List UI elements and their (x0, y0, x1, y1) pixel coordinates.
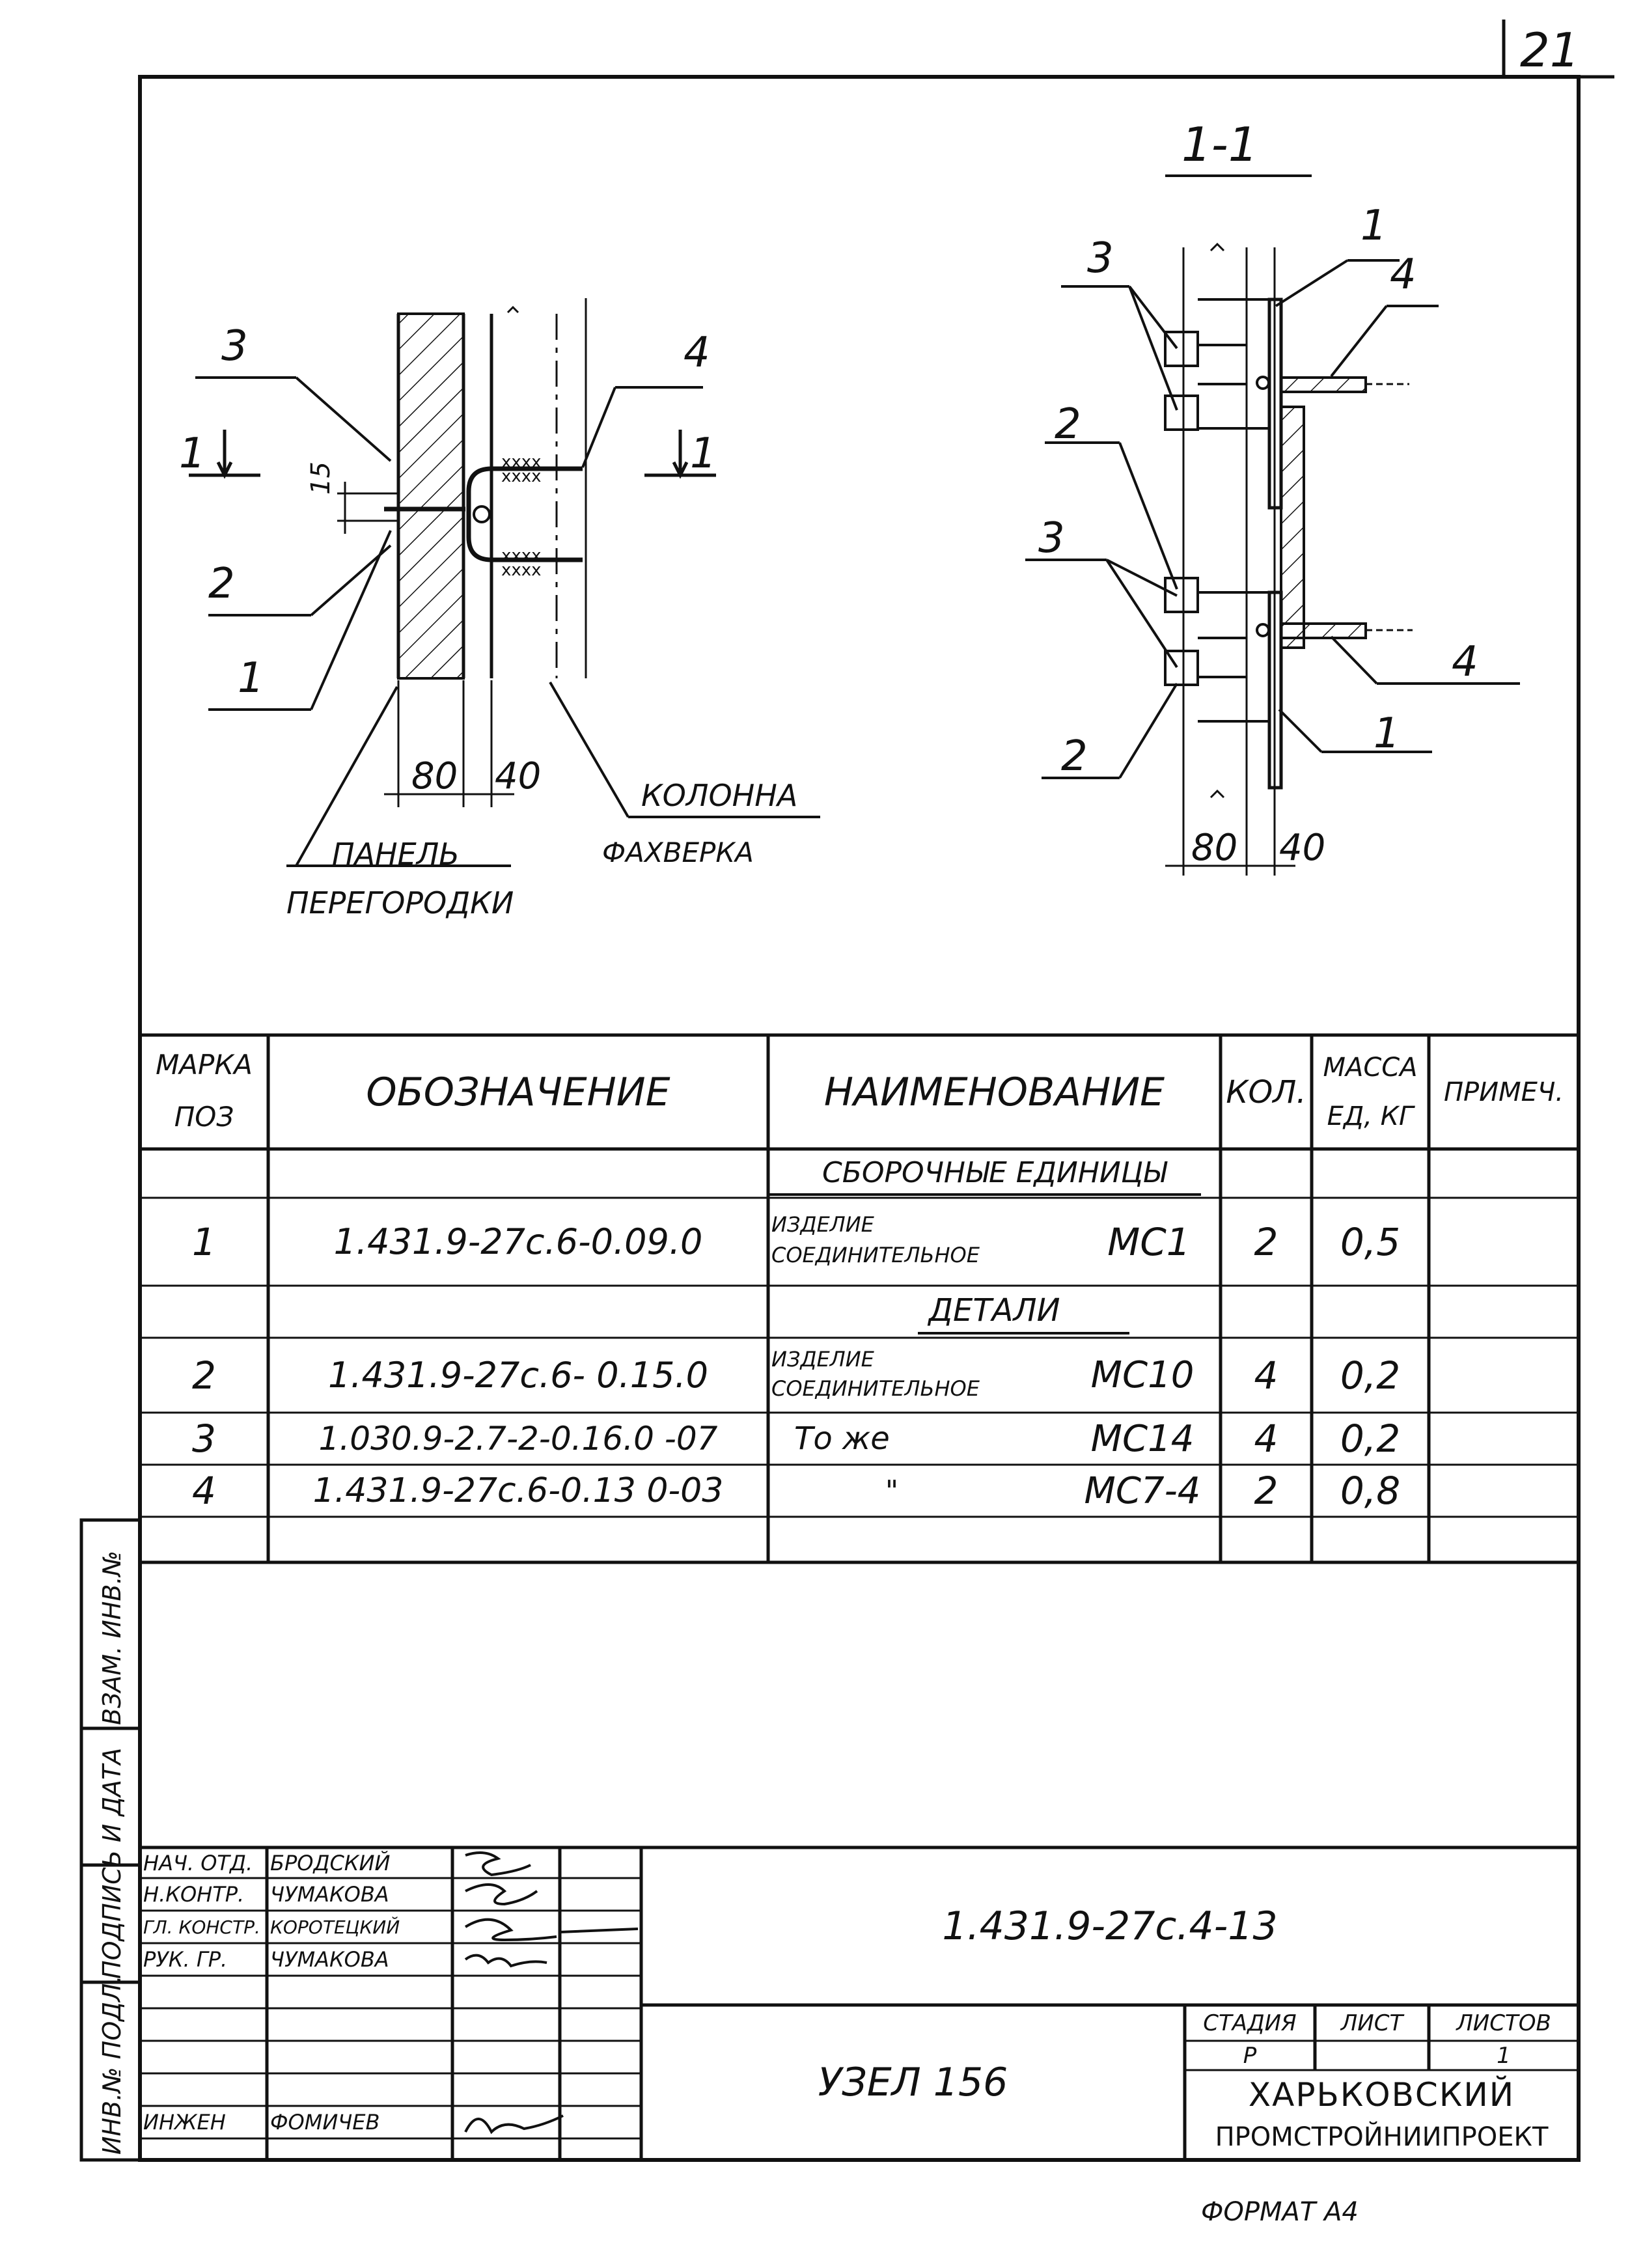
role-7: ИНЖЕН (143, 2110, 226, 2135)
title-block-lines (140, 1846, 1579, 2160)
stamp-sign-date: ПОДПИСЬ И ДАТА (98, 1747, 126, 1979)
row2-designation: 1.431.9-27с.6- 0.15.0 (328, 1355, 708, 1396)
row3-mass: 0,2 (1340, 1417, 1401, 1461)
section-mark-left: 1 (179, 430, 206, 478)
spec-table-lines (140, 1033, 1579, 1564)
sheets-value: 1 (1497, 2042, 1511, 2069)
row1-mass: 0,5 (1340, 1219, 1401, 1264)
dim-40-right: 40 (1279, 827, 1326, 869)
row2-mark: МС10 (1090, 1354, 1195, 1396)
callout-2: 2 (208, 560, 235, 608)
svg-text:xxxx: xxxx (501, 467, 542, 486)
row2-mass: 0,2 (1340, 1353, 1401, 1398)
row4-mark: МС7-4 (1084, 1469, 1201, 1512)
header-qty: КОЛ. (1226, 1073, 1306, 1111)
person-3: КОРОТЕЦКИЙ (270, 1916, 400, 1938)
right-callout-3-top: 3 (1087, 234, 1114, 283)
signatures (464, 1851, 639, 2135)
row3-name-1: То же (794, 1420, 890, 1457)
person-4: ЧУМАКОВА (270, 1947, 389, 1972)
row4-name-1: " (885, 1474, 899, 1508)
stamp-inv-orig: ИНВ.№ ПОДЛ. (98, 1975, 126, 2155)
section-details: ДЕТАЛИ (928, 1292, 1060, 1329)
person-1: БРОДСКИЙ (270, 1850, 391, 1875)
row4-designation: 1.431.9-27с.6-0.13 0-03 (312, 1471, 724, 1510)
svg-text:xxxx: xxxx (501, 452, 542, 472)
row2-name-2: СОЕДИНИТЕЛЬНОЕ (771, 1376, 980, 1401)
right-callout-1-top: 1 (1361, 202, 1387, 250)
row1-name-2: СОЕДИНИТЕЛЬНОЕ (771, 1242, 980, 1267)
person-7: ФОМИЧЕВ (270, 2110, 380, 2135)
row1-mark: МС1 (1107, 1219, 1191, 1264)
svg-text:xxxx: xxxx (501, 546, 542, 566)
right-callout-4-bottom: 4 (1452, 638, 1478, 686)
callout-4: 4 (684, 329, 710, 377)
side-stamp-lines (79, 1518, 142, 2162)
row4-qty: 2 (1254, 1469, 1278, 1513)
stage-label: СТАДИЯ (1203, 2010, 1297, 2036)
dim-15: 15 (306, 462, 336, 495)
role-4: РУК. ГР. (143, 1947, 228, 1972)
callout-1: 1 (238, 654, 264, 702)
callout-3: 3 (221, 322, 248, 370)
dim-80-left: 80 (411, 755, 458, 797)
row3-qty: 4 (1254, 1417, 1278, 1461)
sheet-label: ЛИСТ (1340, 2010, 1403, 2036)
header-mark-2: ПОЗ (174, 1100, 234, 1133)
sheets-label: ЛИСТОВ (1456, 2010, 1551, 2036)
stage-value: Р (1243, 2042, 1257, 2069)
row4-pos: 4 (192, 1469, 216, 1513)
right-detail (1025, 174, 1520, 876)
header-note: ПРИМЕЧ. (1443, 1077, 1564, 1107)
sheet-frame (138, 75, 1581, 2162)
header-mass-1: МАССА (1323, 1053, 1418, 1083)
header-name: НАИМЕНОВАНИЕ (823, 1069, 1165, 1115)
format-label: ФОРМАТ А4 (1201, 2197, 1359, 2227)
panel-label-2: ПЕРЕГОРОДКИ (286, 885, 514, 920)
right-callout-3-bottom: 3 (1038, 514, 1065, 562)
column-label-2: ФАХВЕРКА (602, 837, 754, 868)
svg-text:xxxx: xxxx (501, 560, 542, 580)
dim-80-right: 80 (1191, 827, 1238, 869)
row4-mass: 0,8 (1340, 1469, 1401, 1513)
section-assembly: СБОРОЧНЫЕ ЕДИНИЦЫ (822, 1155, 1167, 1189)
right-callout-2-top: 2 (1055, 400, 1081, 449)
doc-code: 1.431.9-27с.4-13 (942, 1903, 1278, 1949)
row2-qty: 4 (1254, 1353, 1278, 1398)
row3-mark: МС14 (1090, 1417, 1195, 1460)
column-label-1: КОЛОННА (641, 778, 798, 813)
row1-name-1: ИЗДЕЛИЕ (771, 1211, 874, 1237)
header-mark-1: МАРКА (156, 1048, 253, 1081)
row1-pos: 1 (192, 1219, 216, 1264)
page-number: 21 (1520, 23, 1580, 77)
row2-name-1: ИЗДЕЛИЕ (771, 1346, 874, 1372)
section-title: 1-1 (1181, 117, 1258, 172)
right-callout-4-top: 4 (1390, 251, 1416, 299)
section-mark-right: 1 (690, 430, 717, 478)
stamp-vzam-inv: ВЗАМ. ИНВ.№ (98, 1550, 126, 1725)
row2-pos: 2 (192, 1353, 216, 1398)
row1-designation: 1.431.9-27с.6-0.09.0 (333, 1221, 703, 1262)
right-callout-2-bottom: 2 (1061, 732, 1088, 781)
row1-qty: 2 (1254, 1219, 1278, 1264)
role-3: ГЛ. КОНСТР. (143, 1916, 260, 1938)
sheet-title: УЗЕЛ 156 (818, 2060, 1008, 2105)
role-1: НАЧ. ОТД. (143, 1850, 253, 1875)
sheet-value (1315, 2041, 1429, 2070)
header-designation: ОБОЗНАЧЕНИЕ (366, 1069, 670, 1115)
person-2: ЧУМАКОВА (270, 1882, 389, 1907)
header-mass-2: ЕД, КГ (1327, 1101, 1414, 1131)
left-detail: xxxx xxxx xxxx xxxx (189, 298, 820, 867)
org-line-2: ПРОМСТРОЙНИИПРОЕКТ (1215, 2122, 1549, 2152)
role-2: Н.КОНТР. (143, 1882, 245, 1907)
row3-pos: 3 (192, 1417, 216, 1461)
dim-40-left: 40 (495, 755, 542, 797)
panel-label-1: ПАНЕЛЬ (332, 837, 460, 872)
row3-designation: 1.030.9-2.7-2-0.16.0 -07 (318, 1420, 718, 1458)
org-line-1: ХАРЬКОВСКИЙ (1248, 2075, 1515, 2114)
right-callout-1-bottom: 1 (1374, 710, 1400, 758)
